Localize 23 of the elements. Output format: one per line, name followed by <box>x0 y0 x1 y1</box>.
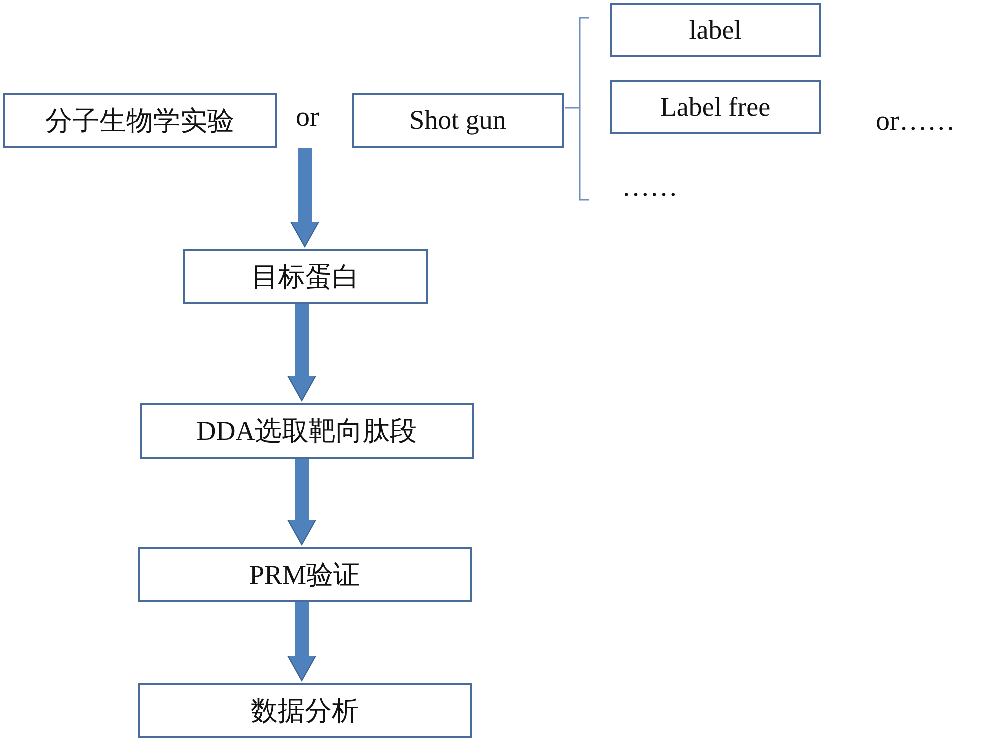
note-text: …… <box>622 172 678 204</box>
box-label: 分子生物学实验 <box>46 104 234 138</box>
process-box <box>3 93 277 148</box>
box-label: DDA选取靶向肽段 <box>196 415 418 448</box>
box-label: Label free <box>660 92 771 122</box>
block-arrow <box>290 148 320 248</box>
process-box <box>610 80 821 134</box>
box-label: PRM验证 <box>249 558 361 592</box>
process-box <box>352 93 564 148</box>
box-label: 目标蛋白 <box>252 260 360 294</box>
block-arrow <box>288 304 316 402</box>
note-text: or <box>296 102 320 134</box>
box-label: label <box>689 14 742 46</box>
note-text: or…… <box>876 106 956 138</box>
box-label: 数据分析 <box>251 694 359 728</box>
block-arrow <box>288 459 316 546</box>
process-box <box>183 249 428 304</box>
block-arrow <box>288 602 316 682</box>
box-label: Shot gun <box>410 105 506 136</box>
process-box <box>138 547 472 602</box>
process-box <box>138 683 472 738</box>
process-box <box>610 3 821 57</box>
process-box <box>140 403 474 459</box>
